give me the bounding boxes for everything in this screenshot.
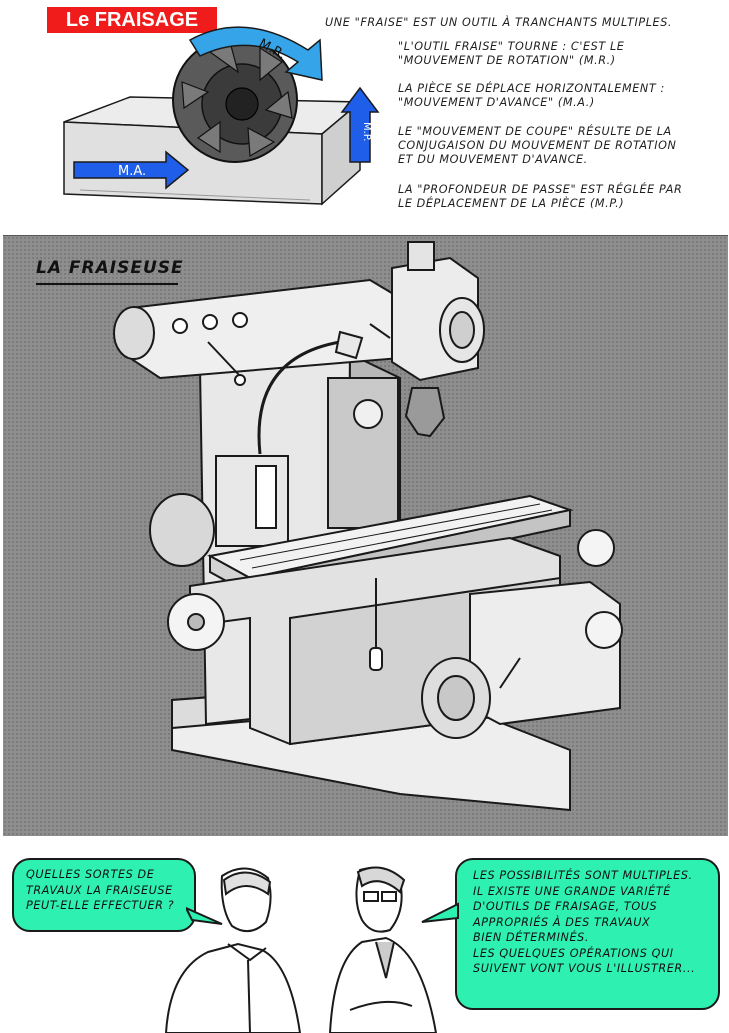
definition-passe: LA "PROFONDEUR DE PASSE" EST RÉGLÉE PAR … [398, 183, 683, 210]
feed-motor [149, 493, 215, 567]
feed-gearbox [469, 580, 621, 726]
panel-title: LA FRAISEUSE [36, 258, 184, 278]
rotation-arrow-icon [188, 26, 323, 81]
lamp-arm [257, 340, 341, 455]
milling-concept-diagram: M.R. M.A. M.P. [63, 26, 380, 206]
handwheel-front-icon [585, 611, 623, 649]
feed-label: M.A. [118, 164, 146, 179]
teacher-figure-icon [328, 866, 438, 1033]
definition-coupe: LE "MOUVEMENT DE COUPE" RÉSULTE DE LA CO… [398, 125, 677, 166]
definition-fraise: UNE "FRAISE" EST UN OUTIL À TRANCHANTS M… [325, 16, 673, 29]
milling-cutter-icon [172, 37, 298, 163]
depth-arrow-icon [340, 86, 380, 163]
definition-rotation: "L'OUTIL FRAISE" TOURNE : C'EST LE "MOUV… [398, 40, 625, 67]
control-box [215, 455, 289, 547]
panel-title-underline [36, 283, 178, 285]
bubble-tail-right [421, 902, 459, 923]
page-title: Le FRAISAGE [47, 7, 217, 33]
depth-label: M.P. [361, 122, 372, 141]
speech-bubble-answer: LES POSSIBILITÉS SONT MULTIPLES. IL EXIS… [455, 858, 720, 1010]
characters-illustration [164, 866, 438, 1033]
milling-machine-illustration [113, 241, 623, 812]
student-figure-icon [164, 867, 302, 1033]
definition-avance: LA PIÈCE SE DÉPLACE HORIZONTALEMENT : "M… [398, 82, 665, 109]
handwheel-right-icon [577, 529, 615, 567]
speech-bubble-question: QUELLES SORTES DE TRAVAUX LA FRAISEUSE P… [12, 858, 196, 932]
spindle-cutter-icon [404, 387, 446, 438]
bubble-tail-left [186, 906, 223, 925]
feed-arrow-icon [73, 150, 190, 190]
